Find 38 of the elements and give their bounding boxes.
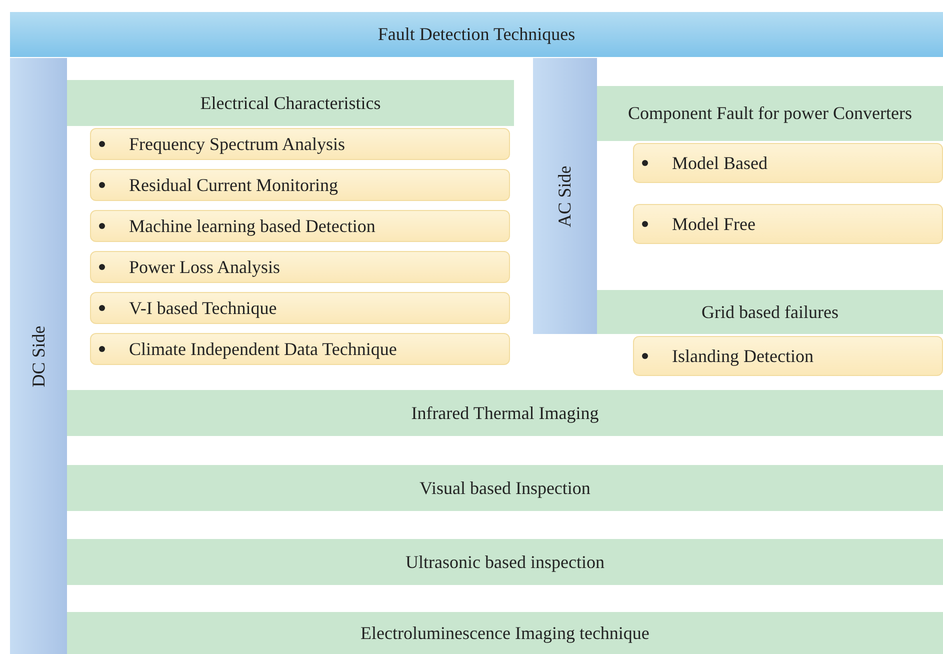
vertical-label: DC Side [28,325,49,387]
list-item-box [90,251,510,283]
list-item-box [633,204,943,244]
technique-bar [67,390,943,436]
side-band [10,58,67,654]
label-text: V-I based Technique [129,298,277,318]
label-text: Grid based failures [702,302,838,322]
technique-bar [67,539,943,585]
label-text: Machine learning based Detection [129,216,376,236]
list-item-box [90,210,510,242]
label-text: Model Free [672,214,756,234]
label-text: Model Based [672,152,768,174]
label-text: Climate Independent Data Technique [129,338,397,360]
label-text: Fault Detection Techniques [378,24,576,45]
side-band [533,58,597,334]
vertical-label: AC Side [554,165,576,227]
label-text: Islanding Detection [672,346,814,366]
label-text: Frequency Spectrum Analysis [129,134,345,154]
category-bar [67,80,514,126]
category-bar [597,290,943,334]
list-item-box [633,336,943,376]
category-bar [597,86,943,141]
list-item-box [90,333,510,365]
label-text: Electroluminescence Imaging technique [360,622,650,644]
technique-bar [67,612,943,654]
label-text: Power Loss Analysis [129,256,280,278]
title-bar [10,12,943,57]
list-item-box [633,143,943,183]
list-item-box [90,292,510,324]
label-text: Visual based Inspection [420,478,590,498]
label-text: Component Fault for power Converters [628,103,912,124]
label-text: Infrared Thermal Imaging [411,402,599,424]
label-text: Ultrasonic based inspection [406,552,604,572]
technique-bar [67,465,943,511]
label-text: Electrical Characteristics [200,92,381,114]
list-item-box [90,169,510,201]
list-item-box [90,128,510,160]
label-text: Residual Current Monitoring [129,174,338,196]
